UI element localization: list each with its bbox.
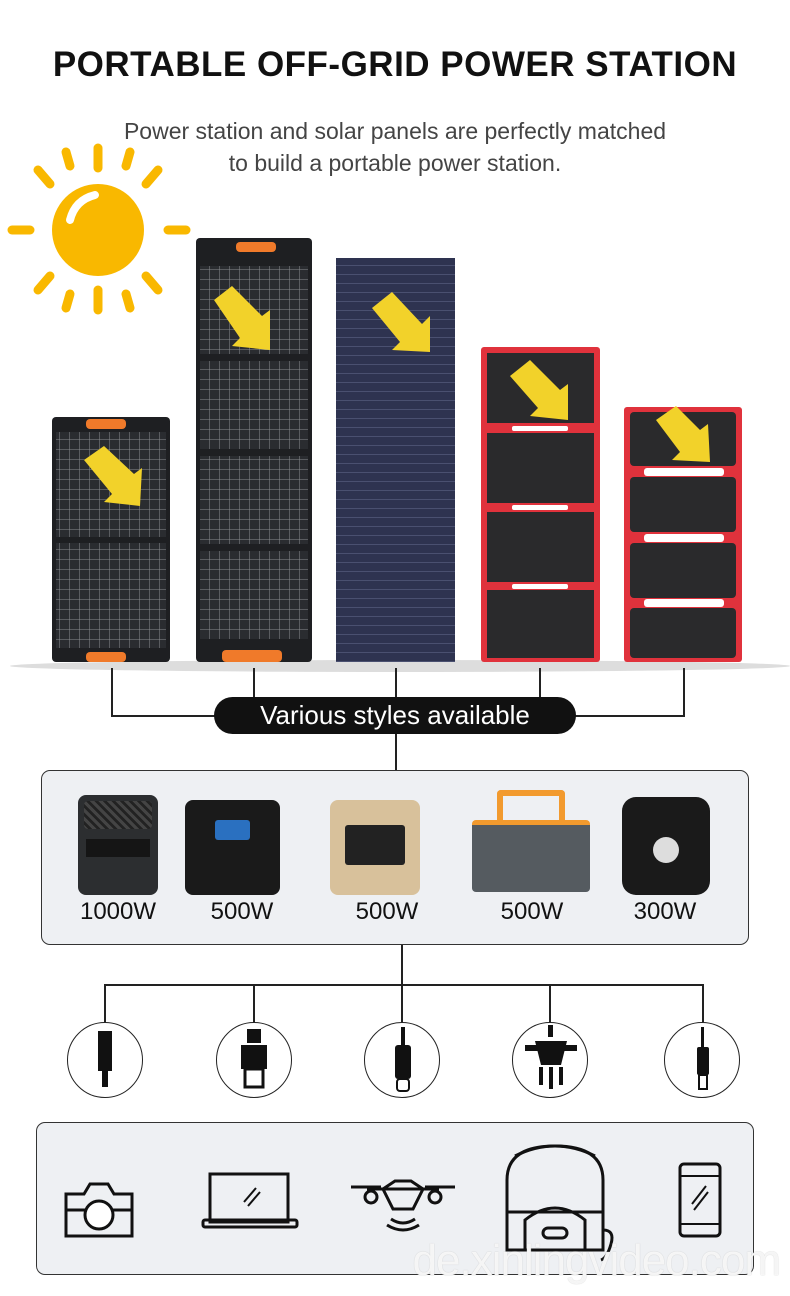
laptop-icon bbox=[201, 1172, 299, 1229]
various-styles-badge: Various styles available bbox=[214, 697, 576, 734]
station-label: 300W bbox=[633, 898, 697, 925]
power-station-500w-orange bbox=[472, 790, 590, 895]
solar-panels bbox=[10, 238, 790, 672]
camera-icon bbox=[64, 1182, 134, 1238]
usb-a-icon bbox=[216, 1022, 292, 1098]
panel-red-4-fold bbox=[481, 347, 600, 662]
dc-barrel-icon bbox=[67, 1022, 143, 1098]
station-label: 500W bbox=[500, 898, 564, 925]
watermark: de.xinlingvideo.com bbox=[412, 1236, 781, 1285]
devices-panel bbox=[36, 1122, 754, 1275]
power-station-500w-black bbox=[185, 800, 280, 895]
lightning-icon bbox=[664, 1022, 740, 1098]
rice-cooker-icon bbox=[505, 1144, 614, 1262]
drone-icon bbox=[351, 1179, 455, 1232]
subtitle-line-2: to build a portable power station. bbox=[228, 150, 562, 176]
subtitle-line-1: Power station and solar panels are perfe… bbox=[123, 118, 667, 144]
ac-plug-icon bbox=[512, 1022, 588, 1098]
panel-red-small-4-fold bbox=[624, 406, 742, 662]
panel-black-4-fold bbox=[196, 238, 312, 662]
power-station-300w bbox=[622, 797, 710, 895]
panel-navy-4-fold bbox=[336, 258, 455, 662]
panel-black-2-fold bbox=[52, 417, 170, 662]
sun-icon bbox=[7, 143, 191, 315]
station-label: 500W bbox=[355, 898, 419, 925]
power-station-1000w bbox=[78, 795, 158, 895]
power-station-500w-beige bbox=[330, 800, 420, 895]
usb-c-icon bbox=[364, 1022, 440, 1098]
station-label: 1000W bbox=[79, 898, 157, 925]
station-label: 500W bbox=[210, 898, 274, 925]
page-title: PORTABLE OFF-GRID POWER STATION bbox=[52, 45, 738, 84]
smartphone-icon bbox=[678, 1162, 722, 1238]
